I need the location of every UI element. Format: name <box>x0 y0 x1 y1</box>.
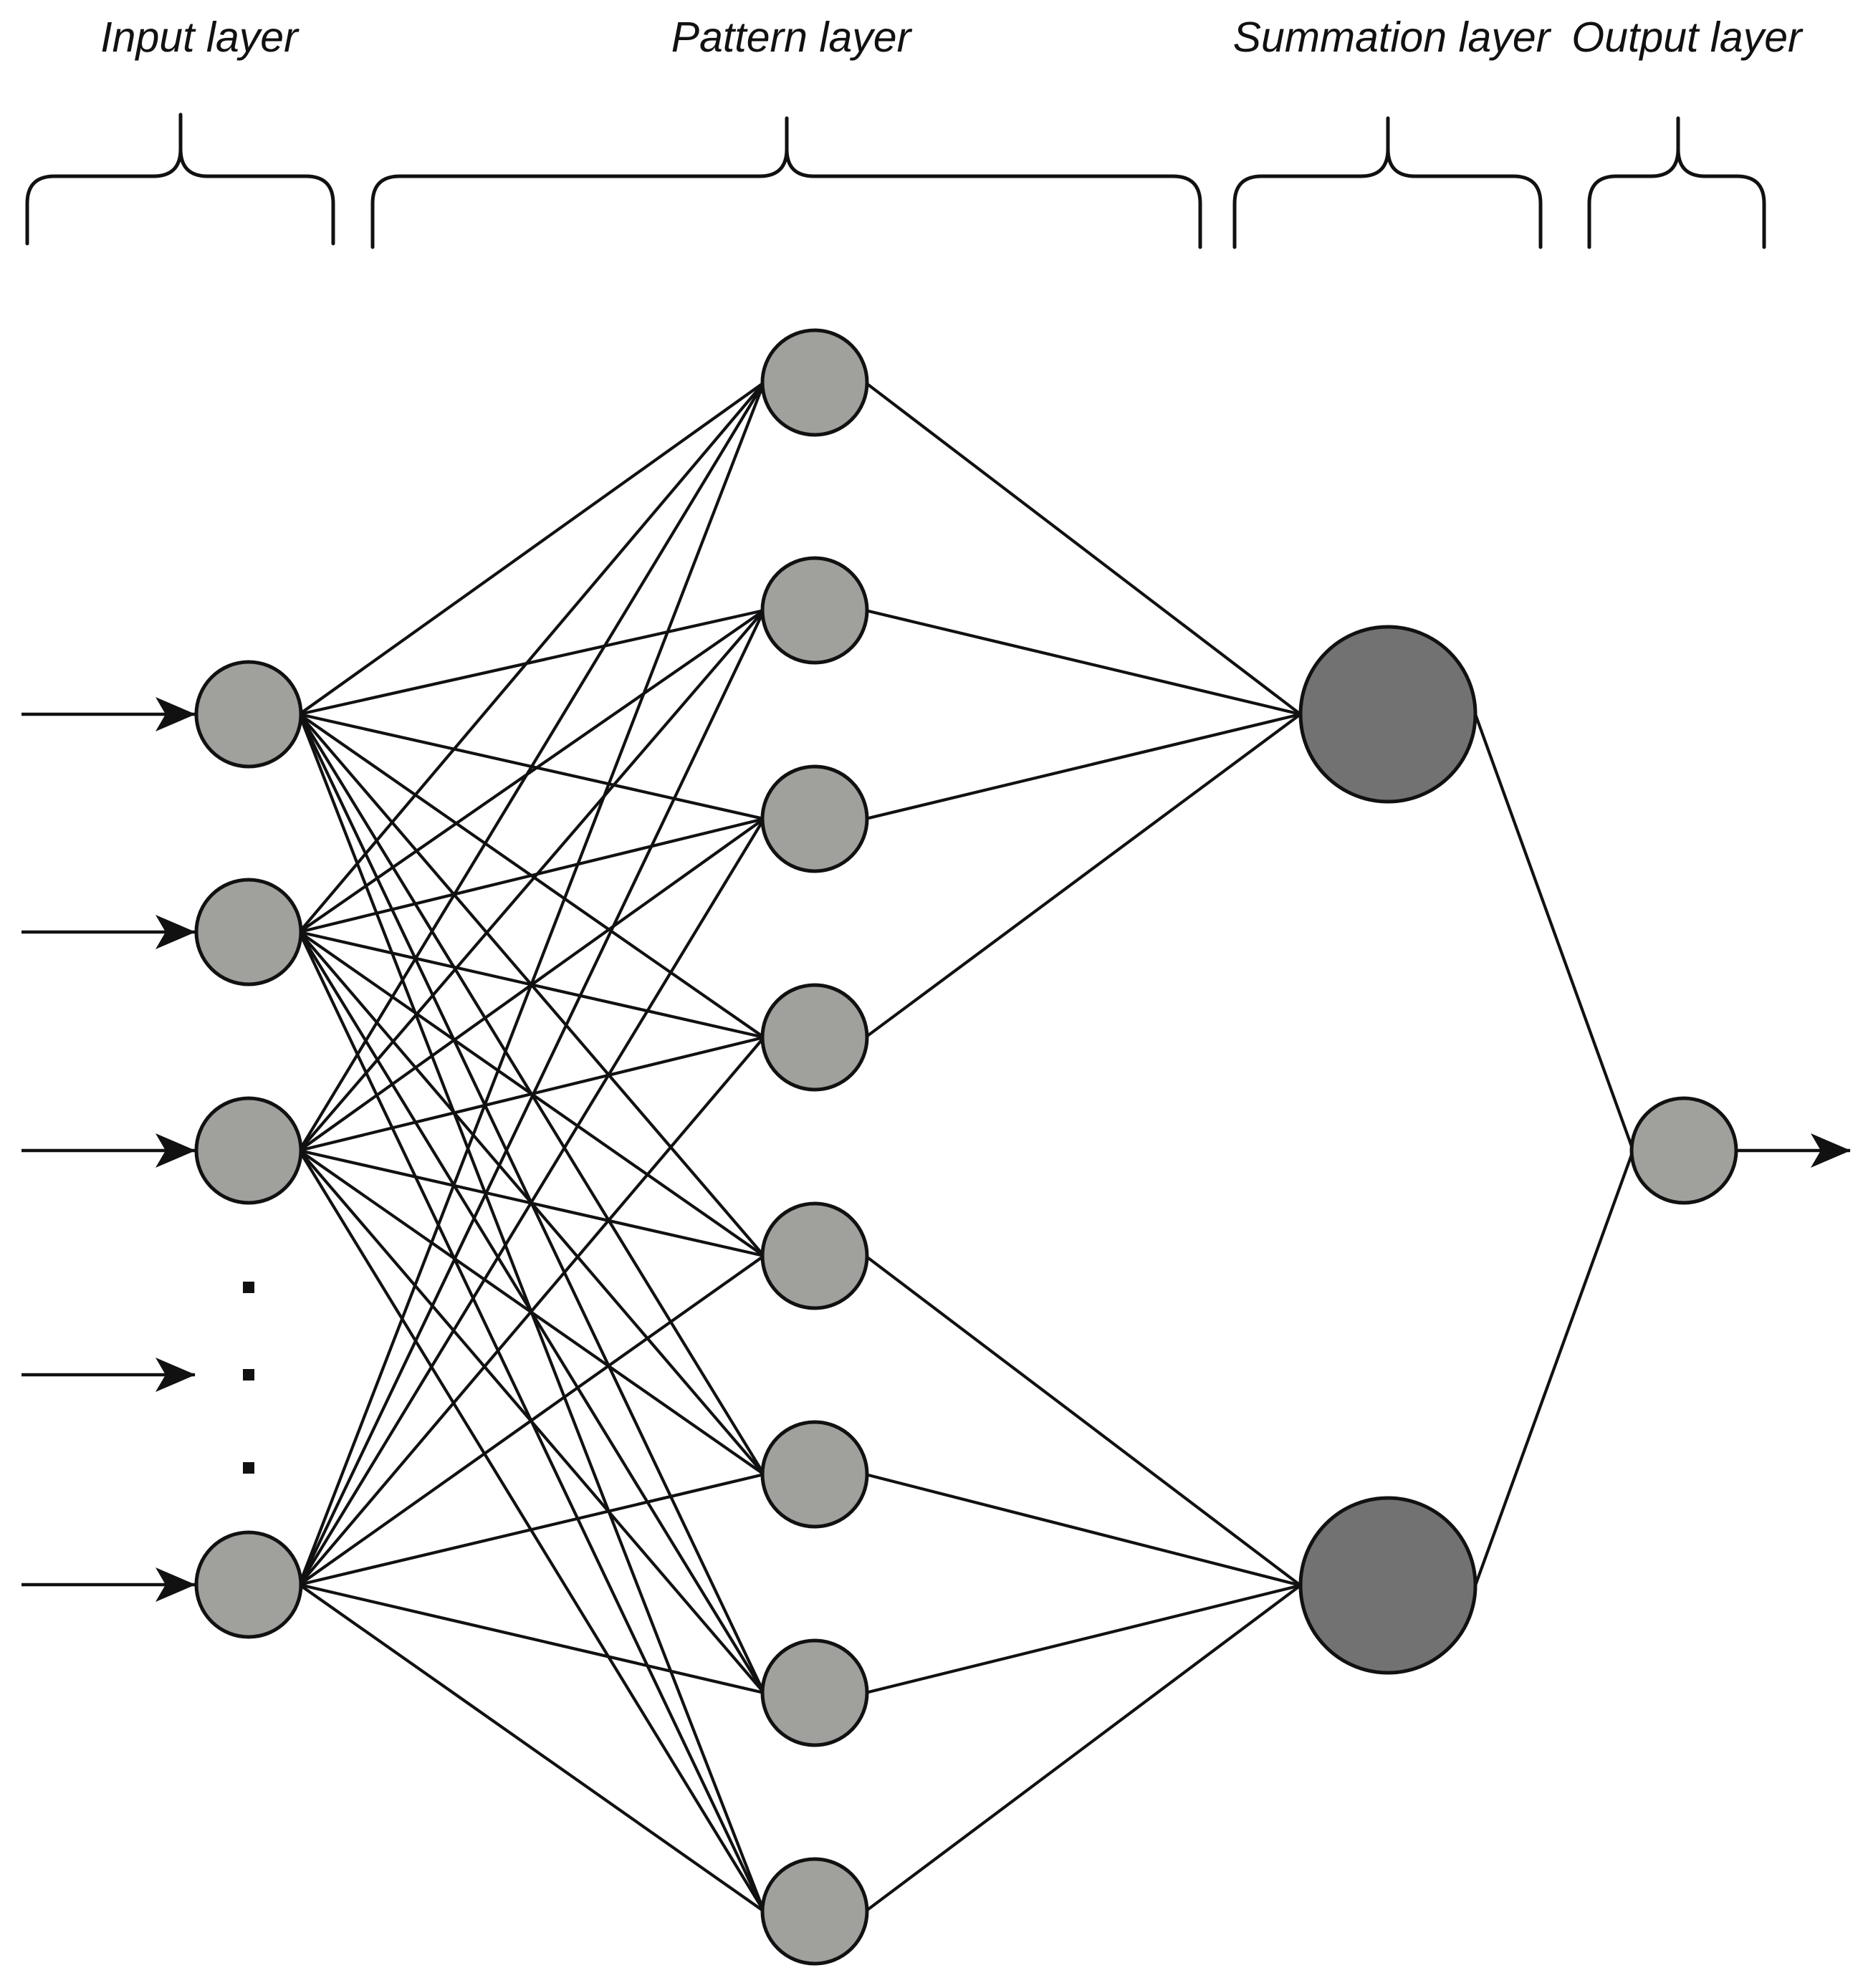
summation-layer-brace <box>1232 116 1543 249</box>
io-arrows <box>21 697 1851 1602</box>
edge-input-4-pattern-7 <box>299 1583 765 1695</box>
pattern-node-6 <box>760 1420 869 1529</box>
output-layer-label: Output layer <box>1571 14 1804 61</box>
pattern-node-8 <box>760 1857 869 1966</box>
input-node-3 <box>194 1096 303 1205</box>
edge-summation-2-output <box>1474 1150 1635 1586</box>
edge-pattern-6-summation-2 <box>865 1472 1301 1588</box>
ellipsis-dot-1 <box>243 1282 254 1293</box>
pattern-layer-label: Pattern layer <box>671 14 913 61</box>
edge-pattern-5-summation-2 <box>864 1254 1302 1587</box>
edge-pattern-2-summation-1 <box>865 608 1301 716</box>
edge-input-3-pattern-4 <box>299 1035 765 1153</box>
edge-input-2-pattern-3 <box>299 817 765 934</box>
input-layer-label: Input layer <box>100 14 300 61</box>
edge-pattern-7-summation-2 <box>865 1583 1301 1695</box>
edge-input-2-pattern-2 <box>298 609 765 933</box>
pattern-node-4 <box>760 983 869 1092</box>
input-node-2 <box>194 878 303 986</box>
nodes <box>194 328 1738 1966</box>
edge-input-3-pattern-1 <box>298 381 765 1152</box>
summation-node-1 <box>1298 625 1478 804</box>
connections <box>297 381 1635 1913</box>
ellipsis-dot-3 <box>243 1462 254 1474</box>
input-node-4 <box>194 1530 303 1639</box>
summation-node-2 <box>1298 1496 1478 1675</box>
pattern-layer-brace <box>370 116 1202 249</box>
pattern-node-2 <box>760 556 869 665</box>
edge-input-4-pattern-4 <box>298 1036 765 1586</box>
edge-input-3-pattern-2 <box>298 609 765 1152</box>
edge-input-1-pattern-2 <box>299 608 765 716</box>
edge-pattern-1-summation-1 <box>864 381 1302 716</box>
edge-input-4-pattern-8 <box>298 1583 765 1913</box>
edge-input-4-pattern-6 <box>299 1472 765 1587</box>
edge-input-4-pattern-5 <box>298 1254 765 1586</box>
pattern-node-5 <box>760 1201 869 1310</box>
edge-pattern-4-summation-1 <box>864 713 1302 1039</box>
edge-input-4-pattern-1 <box>297 382 766 1585</box>
edge-input-4-pattern-2 <box>297 610 766 1585</box>
pattern-node-1 <box>760 328 869 437</box>
summation-layer-label: Summation layer <box>1233 14 1552 61</box>
output-node-1 <box>1629 1096 1738 1205</box>
edge-input-1-pattern-1 <box>298 381 765 716</box>
edge-input-2-pattern-1 <box>298 381 765 933</box>
pattern-node-3 <box>760 764 869 873</box>
layer-braces <box>25 112 1766 249</box>
ellipsis-dot-2 <box>243 1369 254 1380</box>
edge-pattern-3-summation-1 <box>865 712 1301 821</box>
input-layer-brace <box>25 112 335 246</box>
edge-pattern-8-summation-2 <box>864 1584 1302 1913</box>
pattern-node-7 <box>760 1638 869 1747</box>
edge-summation-1-output <box>1474 714 1635 1151</box>
input-node-1 <box>194 660 303 769</box>
input-ellipsis <box>243 1282 254 1474</box>
output-layer-brace <box>1587 116 1766 249</box>
edge-input-4-pattern-3 <box>298 817 765 1586</box>
